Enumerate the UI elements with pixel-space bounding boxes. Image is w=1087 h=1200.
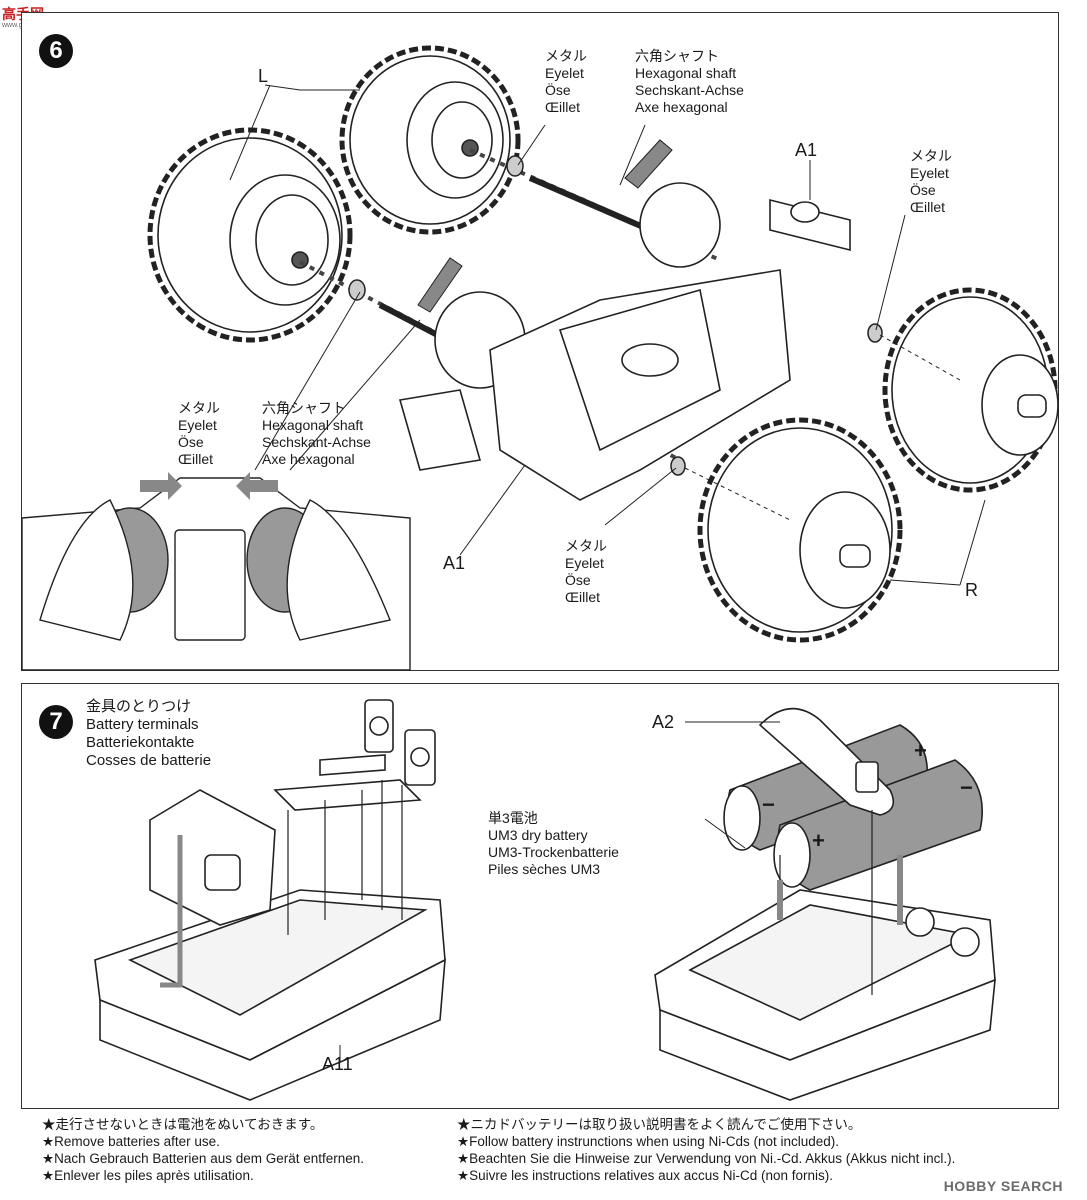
grease-tube-top <box>624 139 673 189</box>
shaft-left-jp: 六角シャフト <box>262 400 346 416</box>
shaft-top-en: Hexagonal shaft <box>635 65 737 81</box>
eyelet-parts <box>348 155 883 476</box>
battery-label: 単3電池 UM3 dry battery UM3-Trockenbatterie… <box>488 810 619 878</box>
batteries <box>723 724 983 891</box>
label-L: L <box>258 66 269 86</box>
wheel-left-front <box>147 127 353 343</box>
shaft-left-en: Hexagonal shaft <box>262 417 364 433</box>
chassis-body <box>398 182 851 501</box>
note-left-fr: ★Enlever les piles après utilisation. <box>42 1168 254 1183</box>
eyelet-left-jp: メタル <box>178 400 220 416</box>
grease-tube-bottom <box>417 257 463 313</box>
eyelet-right-fr: Œillet <box>910 199 946 215</box>
eyelet-top-fr: Œillet <box>545 99 581 115</box>
axle-dashes <box>684 334 961 521</box>
eyelet-label-left: メタル Eyelet Öse Œillet <box>178 400 220 468</box>
battery-minus-top: − <box>762 792 775 817</box>
battery-terminals <box>273 699 436 811</box>
notes-right: ★ニカドバッテリーは取り扱い説明書をよく読んでご使用下さい。 ★Follow b… <box>457 1116 955 1184</box>
label-A1-bottom: A1 <box>443 553 466 573</box>
hobby-search-watermark: HOBBY SEARCH <box>943 1178 1063 1194</box>
eyelet-bottom-en: Eyelet <box>565 555 604 571</box>
step-7-panel <box>21 683 1059 1109</box>
battery-en: UM3 dry battery <box>488 827 588 843</box>
step-7-title-de: Batteriekontakte <box>86 734 195 751</box>
eyelet-right-en: Eyelet <box>910 165 949 181</box>
install-arrows-left <box>160 780 403 988</box>
eyelet-left-en: Eyelet <box>178 417 217 433</box>
step-7-title-en: Battery terminals <box>86 716 199 733</box>
step-7-title-jp: 金具のとりつけ <box>86 698 192 715</box>
install-arrows-right <box>777 810 903 995</box>
battery-plus-bottom: + <box>812 828 825 853</box>
hands-inset <box>21 477 411 671</box>
battery-fr: Piles sèches UM3 <box>488 861 601 877</box>
label-R: R <box>965 580 978 600</box>
eyelet-label-bottom: メタル Eyelet Öse Œillet <box>565 538 607 606</box>
leader-L <box>229 84 360 181</box>
shaft-label-left: 六角シャフト Hexagonal shaft Sechskant-Achse A… <box>262 400 371 468</box>
battery-de: UM3-Trockenbatterie <box>488 844 619 860</box>
step7-leaders <box>339 721 780 1062</box>
eyelet-right-de: Öse <box>910 182 936 198</box>
shaft-left-de: Sechskant-Achse <box>262 434 371 450</box>
battery-box-right <box>654 889 996 1101</box>
push-arrow-right <box>140 472 182 500</box>
label-A2: A2 <box>652 712 675 732</box>
push-arrow-left <box>236 472 278 500</box>
battery-minus-bottom: − <box>960 775 973 800</box>
eyelet-label-top: メタル Eyelet Öse Œillet <box>545 48 587 116</box>
note-left-en: ★Remove batteries after use. <box>42 1134 220 1149</box>
battery-plus-top: + <box>914 738 927 763</box>
battery-jp: 単3電池 <box>488 810 538 826</box>
eyelet-top-en: Eyelet <box>545 65 584 81</box>
note-left-de: ★Nach Gebrauch Batterien aus dem Gerät e… <box>42 1151 365 1166</box>
eyelet-bottom-fr: Œillet <box>565 589 601 605</box>
step-6-number: 6 <box>39 34 73 68</box>
battery-holder-A2 <box>758 707 895 816</box>
wheel-right-front <box>697 417 903 643</box>
eyelet-bottom-de: Öse <box>565 572 591 588</box>
note-right-de: ★Beachten Sie die Hinweise zur Verwendun… <box>457 1151 956 1166</box>
note-left-jp: ★走行させないときは電池をぬいておきます。 <box>42 1117 324 1132</box>
shaft-top-fr: Axe hexagonal <box>635 99 728 115</box>
note-right-fr: ★Suivre les instructions relatives aux a… <box>457 1168 833 1183</box>
eyelet-left-fr: Œillet <box>178 451 214 467</box>
shaft-top-jp: 六角シャフト <box>635 48 719 64</box>
shaft-top-de: Sechskant-Achse <box>635 82 744 98</box>
note-right-en: ★Follow battery instrunctions when using… <box>457 1134 840 1149</box>
step-7-title: 金具のとりつけ Battery terminals Batteriekontak… <box>86 698 211 770</box>
eyelet-left-de: Öse <box>178 434 204 450</box>
shaft-label-top: 六角シャフト Hexagonal shaft Sechskant-Achse A… <box>635 48 744 116</box>
notes-left: ★走行させないときは電池をぬいておきます。 ★Remove batteries … <box>42 1116 364 1184</box>
shaft-left-fr: Axe hexagonal <box>262 451 355 467</box>
wheel-left-rear <box>339 45 521 235</box>
label-leaders <box>254 124 906 556</box>
step-7-title-fr: Cosses de batterie <box>86 752 212 769</box>
wheel-right-rear <box>882 287 1059 493</box>
eyelet-top-de: Öse <box>545 82 571 98</box>
label-A1-top: A1 <box>795 140 818 160</box>
eyelet-right-jp: メタル <box>910 148 952 164</box>
eyelet-top-jp: メタル <box>545 48 587 64</box>
leader-R <box>889 499 986 586</box>
step-7-number: 7 <box>39 705 73 739</box>
label-A11: A11 <box>322 1054 353 1074</box>
note-right-jp: ★ニカドバッテリーは取り扱い説明書をよく読んでご使用下さい。 <box>457 1117 862 1132</box>
eyelet-label-right: メタル Eyelet Öse Œillet <box>910 148 952 216</box>
eyelet-bottom-jp: メタル <box>565 538 607 554</box>
